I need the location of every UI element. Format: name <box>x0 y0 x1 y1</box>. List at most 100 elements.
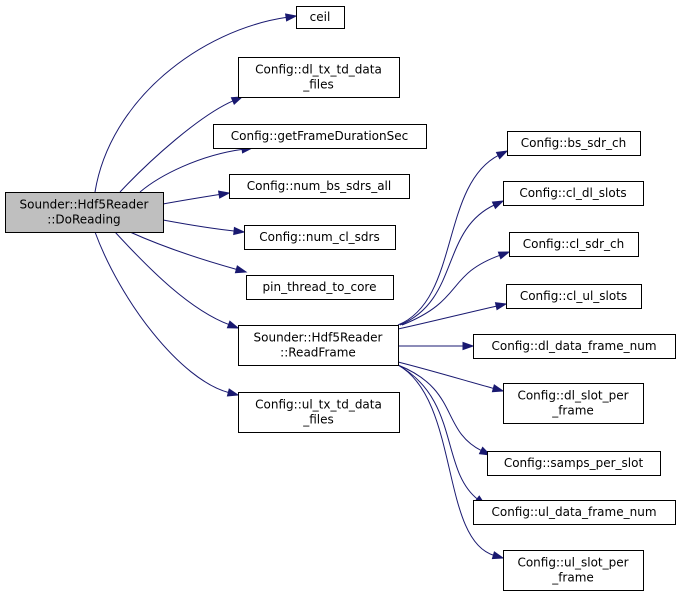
node-bs-sdr-ch[interactable]: Config::bs_sdr_ch <box>507 131 641 156</box>
edge-readframe-to-cl_ul_slots <box>397 302 508 330</box>
arrowhead-icon <box>233 226 246 236</box>
node-box <box>503 383 644 424</box>
node-box <box>244 225 396 250</box>
edge-line <box>397 364 495 557</box>
edges-layer <box>94 13 511 560</box>
edge-line <box>397 364 479 500</box>
arrowhead-icon <box>491 200 505 210</box>
node-label: Config::dl_tx_td_data <box>255 63 382 77</box>
arrowhead-icon <box>494 302 508 311</box>
node-box <box>238 392 400 433</box>
node-label: Config::cl_ul_slots <box>520 289 627 303</box>
node-readframe[interactable]: Sounder::Hdf5Reader::ReadFrame <box>238 325 399 366</box>
node-dl-slot-per-frame[interactable]: Config::dl_slot_per_frame <box>503 383 644 424</box>
node-label: pin_thread_to_core <box>263 280 377 294</box>
node-dl-data-frame-num[interactable]: Config::dl_data_frame_num <box>473 334 676 359</box>
node-label: ceil <box>310 10 331 24</box>
node-box <box>246 275 394 300</box>
node-box <box>506 284 642 309</box>
node-label: Config::cl_dl_slots <box>519 186 626 200</box>
node-pin[interactable]: pin_thread_to_core <box>246 275 394 300</box>
edge-root-to-num_cl <box>162 219 246 236</box>
edge-readframe-to-cl_dl_slots <box>399 200 505 326</box>
arrowhead-icon <box>230 96 244 106</box>
edge-line <box>139 148 244 193</box>
node-ul-data-frame-num[interactable]: Config::ul_data_frame_num <box>473 500 676 525</box>
edge-root-to-ceil <box>94 13 298 193</box>
node-getframe[interactable]: Config::getFrameDurationSec <box>213 124 427 149</box>
edge-line <box>94 16 288 193</box>
edge-line <box>114 231 230 326</box>
edge-readframe-to-ul_slot_per_frame <box>397 364 505 560</box>
node-samps-per-slot[interactable]: Config::samps_per_slot <box>487 451 661 476</box>
node-ul-tx[interactable]: Config::ul_tx_td_data_files <box>238 392 400 433</box>
edge-line <box>397 154 500 326</box>
edge-line <box>162 193 221 205</box>
arrowhead-icon <box>497 251 511 260</box>
edge-line <box>401 254 501 326</box>
nodes-layer: Sounder::Hdf5Reader::DoReading ceilConfig… <box>5 6 676 591</box>
node-box <box>473 500 676 525</box>
edge-root-to-dl_tx <box>119 96 244 193</box>
node-label: _frame <box>551 571 594 585</box>
edge-line <box>397 364 483 452</box>
node-ceil[interactable]: ceil <box>296 6 345 29</box>
node-label: Config::num_bs_sdrs_all <box>247 179 391 193</box>
node-label: ::ReadFrame <box>280 346 356 360</box>
node-cl-sdr-ch[interactable]: Config::cl_sdr_ch <box>509 232 639 257</box>
arrowhead-icon <box>285 13 298 22</box>
node-label: Sounder::Hdf5Reader <box>20 198 149 212</box>
node-box <box>487 451 661 476</box>
node-box <box>213 124 427 149</box>
edge-readframe-to-dl_slot_per_frame <box>397 361 505 393</box>
arrowhead-icon <box>234 265 248 274</box>
arrowhead-icon <box>491 551 505 560</box>
node-box <box>503 181 644 206</box>
arrowhead-icon <box>217 190 231 199</box>
node-cl-dl-slots[interactable]: Config::cl_dl_slots <box>503 181 644 206</box>
node-label: _files <box>302 78 334 92</box>
node-label: Sounder::Hdf5Reader <box>254 331 383 345</box>
node-box <box>238 325 399 366</box>
arrowhead-icon <box>495 150 509 160</box>
node-label: Config::num_cl_sdrs <box>259 230 379 244</box>
node-box <box>296 6 345 29</box>
node-label: _files <box>302 413 334 427</box>
node-num-bs[interactable]: Config::num_bs_sdrs_all <box>229 174 410 199</box>
node-label: Config::ul_data_frame_num <box>491 505 656 519</box>
node-box <box>5 192 164 233</box>
node-cl-ul-slots[interactable]: Config::cl_ul_slots <box>506 284 642 309</box>
edge-readframe-to-cl_sdr_ch <box>401 251 511 326</box>
edge-line <box>129 231 238 271</box>
node-box <box>509 232 639 257</box>
node-box <box>238 57 400 98</box>
edge-line <box>399 204 496 326</box>
arrowhead-icon <box>226 388 240 397</box>
node-label: Config::ul_slot_per <box>517 556 628 570</box>
node-num-cl[interactable]: Config::num_cl_sdrs <box>244 225 396 250</box>
arrowhead-icon <box>462 341 475 351</box>
edge-readframe-to-samps_per_slot <box>397 364 492 456</box>
node-label: Config::getFrameDurationSec <box>231 129 408 143</box>
edge-line <box>397 305 498 330</box>
node-ul-slot-per-frame[interactable]: Config::ul_slot_per_frame <box>503 550 644 591</box>
arrowhead-icon <box>491 384 505 393</box>
edge-root-to-ul_tx <box>94 231 240 397</box>
edge-line <box>397 361 495 390</box>
node-label: ::DoReading <box>47 213 120 227</box>
node-label: Config::samps_per_slot <box>504 456 644 470</box>
node-box <box>507 131 641 156</box>
node-label: Config::cl_sdr_ch <box>523 237 625 251</box>
arrowhead-icon <box>226 320 240 329</box>
edge-readframe-to-dl_data_frame_num <box>398 341 475 351</box>
edge-readframe-to-bs_sdr_ch <box>397 150 509 326</box>
edge-root-to-pin <box>129 231 248 274</box>
edge-root-to-num_bs <box>162 190 231 205</box>
edge-line <box>119 100 234 193</box>
node-dl-tx[interactable]: Config::dl_tx_td_data_files <box>238 57 400 98</box>
node-label: Config::dl_data_frame_num <box>491 339 656 353</box>
node-label: Config::dl_slot_per <box>517 389 628 403</box>
node-box <box>503 550 644 591</box>
edge-root-to-readframe <box>114 231 240 329</box>
